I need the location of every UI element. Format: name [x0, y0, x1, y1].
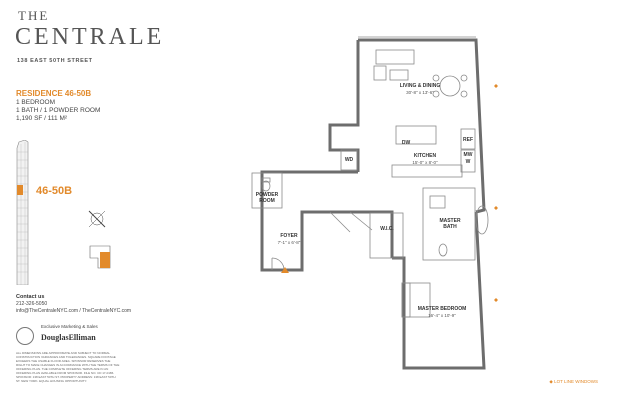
- lot-line-window-marker-3: [494, 298, 498, 302]
- kitchen-dims: 15'-0" x 8'-0": [412, 160, 438, 165]
- master-bath: [422, 187, 476, 261]
- contact-phone: 212-326-5050: [16, 301, 48, 307]
- wd-label: WD: [344, 157, 354, 163]
- broker-logo: DouglasElliman: [41, 333, 96, 342]
- master-bath-label-2: BATH: [443, 224, 457, 230]
- wall-right-lower: [392, 211, 486, 370]
- logo-the: THE: [18, 8, 50, 23]
- contact-heading: Contact us: [16, 294, 45, 300]
- powder-room-walls: [251, 172, 283, 209]
- entry-marker: [281, 267, 289, 273]
- lot-line-window-marker-2: [494, 206, 498, 210]
- master-bedroom-dims: 16'-4" x 10'-9": [428, 313, 456, 318]
- kitchen-label: KITCHEN: [413, 153, 437, 159]
- wic-label: W.I.C.: [380, 226, 394, 232]
- unit-label: 46-50B: [36, 185, 73, 197]
- compass-icon: [88, 210, 106, 228]
- living-dining-label: LIVING & DINING: [399, 83, 441, 89]
- bath-count: 1 BATH / 1 POWDER ROOM: [16, 107, 101, 114]
- kitchen-island: [395, 125, 437, 145]
- bedroom-count: 1 BEDROOM: [16, 99, 56, 106]
- lot-line-legend: ◆ LOT LINE WINDOWS: [549, 379, 598, 384]
- area: 1,190 SF / 111 M²: [16, 115, 68, 122]
- walk-in-closet: [369, 212, 404, 259]
- exclusive-marketing-label: Exclusive Marketing & Sales: [41, 324, 98, 329]
- residence-title: RESIDENCE 46-50B: [16, 89, 92, 98]
- master-bath-label-1: MASTER: [439, 218, 461, 224]
- kitchen-counter: [391, 164, 463, 178]
- bathtub: [475, 205, 489, 235]
- lot-line-window-marker-1: [494, 84, 498, 88]
- foyer-dims: 7'-1" x 6'-8": [277, 240, 301, 245]
- dishwasher-label: DW: [401, 140, 411, 146]
- disclaimer: All dimensions are approximate and subje…: [16, 351, 120, 383]
- foyer-label: FOYER: [280, 233, 298, 239]
- master-bedroom-label: MASTER BEDROOM: [417, 306, 467, 312]
- living-dining-dims: 30'-8" x 13'-6": [406, 90, 434, 95]
- microwave-washer: [460, 149, 476, 173]
- wall-left-upper: [328, 40, 360, 172]
- dining-table: [439, 75, 461, 97]
- washer-label: W: [465, 159, 471, 165]
- building-tower-diagram: [16, 140, 29, 285]
- powder-room-label-1: POWDER: [255, 192, 279, 198]
- powder-room-label-2: ROOM: [259, 198, 275, 204]
- sofa: [375, 49, 415, 65]
- logo-centrale: CENTRALE: [15, 24, 165, 50]
- contact-email-web: info@TheCentraleNYC.com / TheCentraleNYC…: [16, 308, 132, 314]
- fridge-label: REF: [463, 137, 473, 143]
- wall-top-right: [358, 38, 486, 214]
- fridge: [460, 128, 476, 150]
- building-address: 138 EAST 50TH STREET: [17, 58, 93, 64]
- washer-dryer-closet: [340, 149, 358, 171]
- developer-badge-icon: [16, 327, 34, 345]
- wall-left-lower: [260, 170, 394, 272]
- unit-highlight: [17, 185, 23, 195]
- microwave-label: MW: [463, 152, 473, 158]
- key-plan-icon: [89, 245, 111, 269]
